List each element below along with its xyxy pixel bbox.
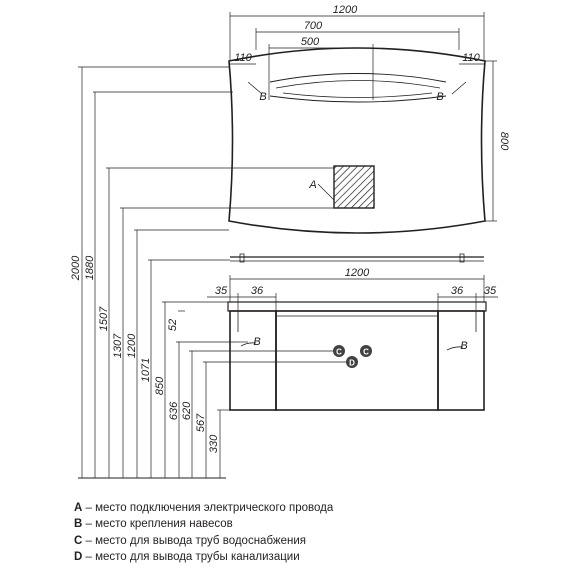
dim-1507: 1507 [98, 306, 110, 331]
dim-700: 700 [304, 20, 323, 32]
dim-1200-vertical: 1200 [126, 333, 138, 358]
dim-330: 330 [208, 434, 220, 453]
cabinet-dimensions [207, 275, 498, 310]
dim-1071: 1071 [140, 358, 152, 382]
legend-text-c: – место для вывода труб водоснабжения [82, 534, 307, 547]
label-b-mirror-left: B [259, 91, 266, 103]
socket-area-a [333, 165, 375, 209]
pipe-marker-c-right [360, 345, 372, 357]
dim-36-right: 36 [451, 285, 464, 297]
dim-36-left: 36 [251, 285, 264, 297]
legend-row-b: B – место крепления навесов [74, 516, 333, 532]
pipe-marker-d [346, 356, 358, 368]
label-b-cabinet-left: B [253, 336, 260, 348]
dim-620: 620 [181, 401, 193, 420]
mirror [228, 47, 497, 234]
dim-500: 500 [301, 36, 320, 48]
label-c-left: C [336, 348, 342, 357]
vanity-cabinet [227, 301, 487, 411]
legend-row-a: A – место подключения электрического про… [74, 500, 333, 516]
dim-52: 52 [167, 319, 179, 331]
legend-text-a: – место подключения электрического прово… [82, 502, 334, 514]
legend-row-d: D – место для вывода трубы канализации [74, 549, 333, 565]
dim-2000: 2000 [70, 255, 82, 281]
legend-text-d: – место для вывода трубы канализации [82, 550, 300, 563]
dim-567: 567 [195, 413, 207, 432]
legend-key-a: A [74, 502, 83, 514]
legend-text-b: – место крепления навесов [82, 518, 233, 531]
pipe-marker-c-left [333, 345, 345, 357]
label-c-right: C [363, 348, 369, 357]
dim-35-left: 35 [215, 285, 228, 297]
glass-shelf [230, 253, 484, 263]
dim-1880: 1880 [84, 255, 96, 280]
label-d: D [349, 359, 355, 368]
dim-1307: 1307 [112, 333, 124, 358]
legend-row-c: C – место для вывода труб водоснабжения [74, 533, 333, 549]
label-b-cabinet-right: B [460, 340, 467, 352]
dim-1200-top: 1200 [333, 4, 358, 16]
vertical-dimensions [78, 66, 346, 479]
legend-key-d: D [74, 550, 83, 563]
legend-key-c: C [74, 534, 83, 547]
label-b-mirror-right: B [436, 91, 443, 103]
dim-35-right: 35 [484, 285, 497, 297]
dim-850: 850 [154, 376, 166, 395]
top-dimensions [229, 12, 485, 100]
dim-800: 800 [498, 132, 510, 151]
legend-key-b: B [74, 518, 83, 531]
dim-636: 636 [168, 401, 180, 420]
dim-1200-cabinet: 1200 [345, 267, 370, 279]
label-a: A [308, 179, 316, 191]
legend: A – место подключения электрического про… [74, 500, 333, 565]
